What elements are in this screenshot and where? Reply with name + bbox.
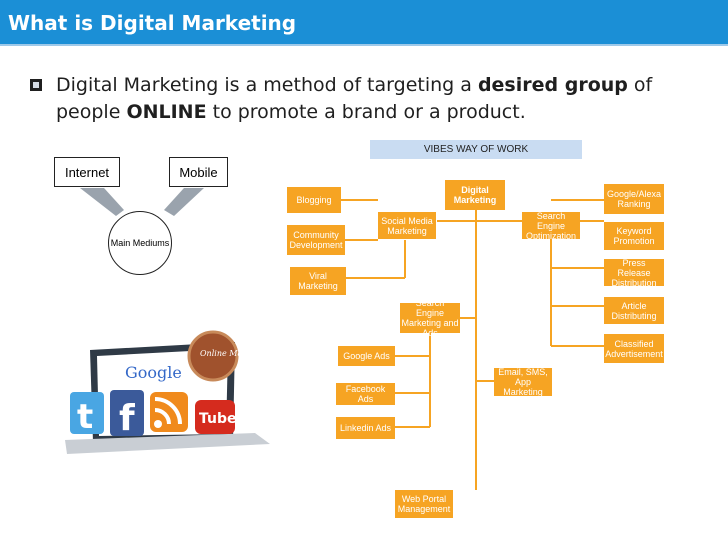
google-ads-box: Google Ads [338, 346, 395, 366]
svg-text:t: t [77, 397, 93, 437]
online-marketing-badge [187, 330, 239, 382]
bullet-text: Digital Marketing is a method of targeti… [56, 72, 696, 126]
main-mediums-circle: Main Mediums [108, 211, 172, 275]
badge-label: Online Marketing [200, 349, 272, 358]
digital-marketing-box: Digital Marketing [445, 180, 505, 210]
mobile-box: Mobile [169, 157, 228, 187]
title-bar: What is Digital Marketing [0, 0, 728, 44]
bullet-part3: to promote a brand or a product. [206, 101, 526, 123]
vibes-title: VIBES WAY OF WORK [370, 140, 582, 159]
youtube-icon [195, 400, 235, 434]
google-alexa-box: Google/Alexa Ranking [604, 184, 664, 214]
facebook-icon [110, 390, 144, 436]
bullet-bold1: desired group [477, 74, 628, 96]
keyword-promotion-box: Keyword Promotion [604, 222, 664, 250]
bullet-part2: of people [56, 74, 653, 123]
bullet-part1: Digital Marketing is a method of targeti… [56, 74, 478, 96]
linkedin-ads-box: Linkedin Ads [336, 417, 395, 439]
social-media-marketing-box: Social Media Marketing [378, 212, 436, 239]
seo-box: Search Engine Optimization [522, 211, 580, 241]
page-title: What is Digital Marketing [8, 11, 297, 35]
svg-text:f: f [119, 398, 135, 439]
bullet-bold2: ONLINE [126, 101, 207, 123]
email-sms-box: Email, SMS, App Marketing [494, 367, 552, 397]
internet-arrow [80, 188, 124, 216]
bullet-icon [30, 79, 42, 91]
classified-advertisement-box: Classified Advertisement [604, 334, 664, 363]
title-divider [0, 44, 728, 46]
digital-marketing-illustration: Google t f Tube Online Marketing [65, 330, 272, 454]
google-logo: Google [125, 363, 182, 382]
search-engine-marketing-box: Search Engine Marketing and Ads [400, 298, 460, 338]
community-development-box: Community Development [287, 225, 345, 255]
internet-box: Internet [54, 157, 120, 187]
press-release-box: Press Release Distribution [604, 258, 664, 288]
web-portal-box: Web Portal Management [395, 490, 453, 518]
mobile-arrow [164, 188, 204, 216]
blogging-box: Blogging [287, 187, 341, 213]
viral-marketing-box: Viral Marketing [290, 267, 346, 295]
youtube-label: Tube [199, 411, 237, 427]
article-distributing-box: Article Distributing [604, 297, 664, 324]
facebook-ads-box: Facebook Ads [336, 383, 395, 405]
twitter-icon [70, 392, 104, 434]
